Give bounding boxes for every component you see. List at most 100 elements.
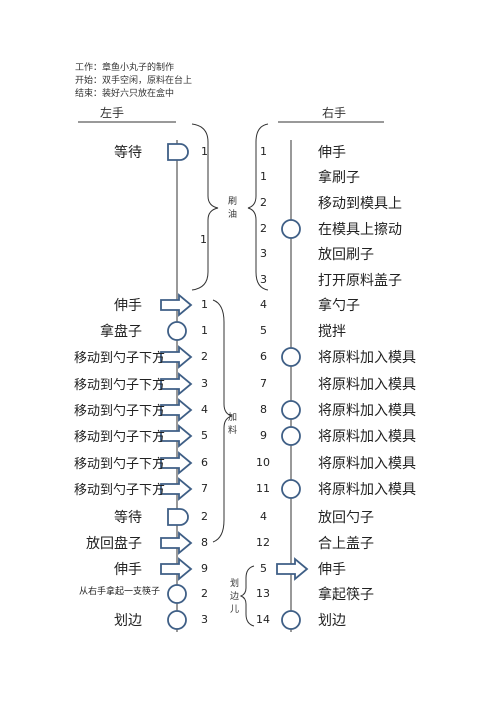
right-action-label: 搅拌 (318, 324, 346, 340)
right-row-18-circle-icon (281, 610, 301, 630)
left-row-5-arrow-icon (160, 398, 193, 422)
left-step-number: 3 (201, 377, 208, 390)
brace-draw-edge (239, 565, 255, 627)
left-row-2-circle-icon (167, 321, 187, 341)
left-action-label: 移动到勺子下方 (73, 378, 165, 393)
right-action-label: 拿刷子 (318, 170, 360, 186)
right-row-10-circle-icon (281, 400, 301, 420)
left-step-number: 2 (201, 587, 208, 600)
right-row-11-circle-icon (281, 426, 301, 446)
left-action-label: 伸手 (114, 298, 142, 314)
right-row-3-circle-icon (281, 219, 301, 239)
right-action-label: 伸手 (318, 145, 346, 161)
left-row-3-arrow-icon (160, 345, 193, 369)
brace-label-add-material: 加 料 (228, 413, 238, 436)
left-action-label: 移动到勺子下方 (73, 351, 165, 366)
right-step-number: 3 (260, 273, 267, 286)
right-action-label: 伸手 (318, 562, 346, 578)
right-action-label: 将原料加入模具 (318, 456, 416, 472)
left-step-number: 1 (201, 324, 208, 337)
left-step-number: 9 (201, 562, 208, 575)
right-step-number: 14 (256, 613, 270, 626)
left-action-label: 移动到勺子下方 (73, 457, 165, 472)
right-action-label: 划边 (318, 613, 346, 629)
right-step-number: 2 (260, 222, 267, 235)
left-action-label: 移动到勺子下方 (73, 404, 165, 419)
right-action-label: 拿勺子 (318, 298, 360, 314)
right-action-label: 将原料加入模具 (318, 429, 416, 445)
left-step-number: 4 (201, 403, 208, 416)
work-title: 工作：章鱼小丸子的制作 (75, 63, 175, 73)
right-step-number: 5 (260, 562, 267, 575)
left-row-7-arrow-icon (160, 451, 193, 475)
brace-label-brush-oil: 刷 油 (228, 197, 238, 220)
left-step-number: 1 (201, 298, 208, 311)
left-action-label: 移动到勺子下方 (73, 483, 165, 498)
brace-label-draw-edge: 划 边 儿 (230, 579, 240, 615)
right-row-16-arrow-icon (276, 557, 309, 581)
right-row-13-circle-icon (281, 479, 301, 499)
right-step-number: 12 (256, 536, 270, 549)
left-action-label: 从右手拿起一支筷子 (78, 587, 160, 597)
right-step-number: 6 (260, 350, 267, 363)
left-row-10-arrow-icon (160, 531, 193, 555)
left-action-label: 划边 (114, 613, 142, 629)
left-row-13-circle-icon (167, 610, 187, 630)
right-action-label: 在模具上擦动 (318, 222, 402, 238)
left-row-6-arrow-icon (160, 424, 193, 448)
right-step-number: 3 (260, 247, 267, 260)
left-row-4-arrow-icon (160, 372, 193, 396)
right-action-label: 将原料加入模具 (318, 377, 416, 393)
right-hand-header: 右手 (322, 106, 347, 120)
right-step-number: 11 (256, 482, 270, 495)
right-step-number: 4 (260, 510, 267, 523)
left-row-1-arrow-icon (160, 293, 193, 317)
left-row-9-delay-icon (167, 508, 189, 526)
left-step-number: 6 (201, 456, 208, 469)
right-action-label: 合上盖子 (318, 536, 374, 552)
right-action-label: 放回刷子 (318, 247, 374, 263)
left-action-label: 等待 (114, 510, 142, 526)
right-action-label: 将原料加入模具 (318, 482, 416, 498)
left-row-12-circle-icon (167, 584, 187, 604)
brace-number-left: 1 (200, 233, 207, 246)
right-action-label: 打开原料盖子 (318, 273, 402, 289)
right-step-number: 1 (260, 170, 267, 183)
right-step-number: 1 (260, 145, 267, 158)
right-action-label: 将原料加入模具 (318, 350, 416, 366)
left-row-0-delay-icon (167, 143, 189, 161)
right-row-8-circle-icon (281, 347, 301, 367)
right-step-number: 7 (260, 377, 267, 390)
right-action-label: 拿起筷子 (318, 587, 374, 603)
left-hand-header: 左手 (100, 106, 125, 120)
left-step-number: 2 (201, 510, 208, 523)
right-step-number: 13 (256, 587, 270, 600)
start-condition: 开始：双手空闲，原料在台上 (75, 76, 193, 86)
left-step-number: 8 (201, 536, 208, 549)
left-step-number: 1 (201, 145, 208, 158)
brace-brush-oil-inner (247, 123, 269, 291)
left-row-11-arrow-icon (160, 557, 193, 581)
right-action-label: 移动到模具上 (318, 196, 402, 212)
right-step-number: 9 (260, 429, 267, 442)
right-step-number: 10 (256, 456, 270, 469)
right-step-number: 2 (260, 196, 267, 209)
left-step-number: 2 (201, 350, 208, 363)
brace-brush-oil-outer (191, 123, 219, 291)
left-step-number: 3 (201, 613, 208, 626)
right-step-number: 8 (260, 403, 267, 416)
left-action-label: 等待 (114, 145, 142, 161)
brace-add-material (212, 299, 233, 543)
right-action-label: 放回勺子 (318, 510, 374, 526)
right-action-label: 将原料加入模具 (318, 403, 416, 419)
left-step-number: 5 (201, 429, 208, 442)
right-step-number: 5 (260, 324, 267, 337)
left-action-label: 拿盘子 (100, 324, 142, 340)
right-step-number: 4 (260, 298, 267, 311)
left-row-8-arrow-icon (160, 477, 193, 501)
left-step-number: 7 (201, 482, 208, 495)
left-action-label: 伸手 (114, 562, 142, 578)
left-action-label: 移动到勺子下方 (73, 430, 165, 445)
left-action-label: 放回盘子 (86, 536, 142, 552)
